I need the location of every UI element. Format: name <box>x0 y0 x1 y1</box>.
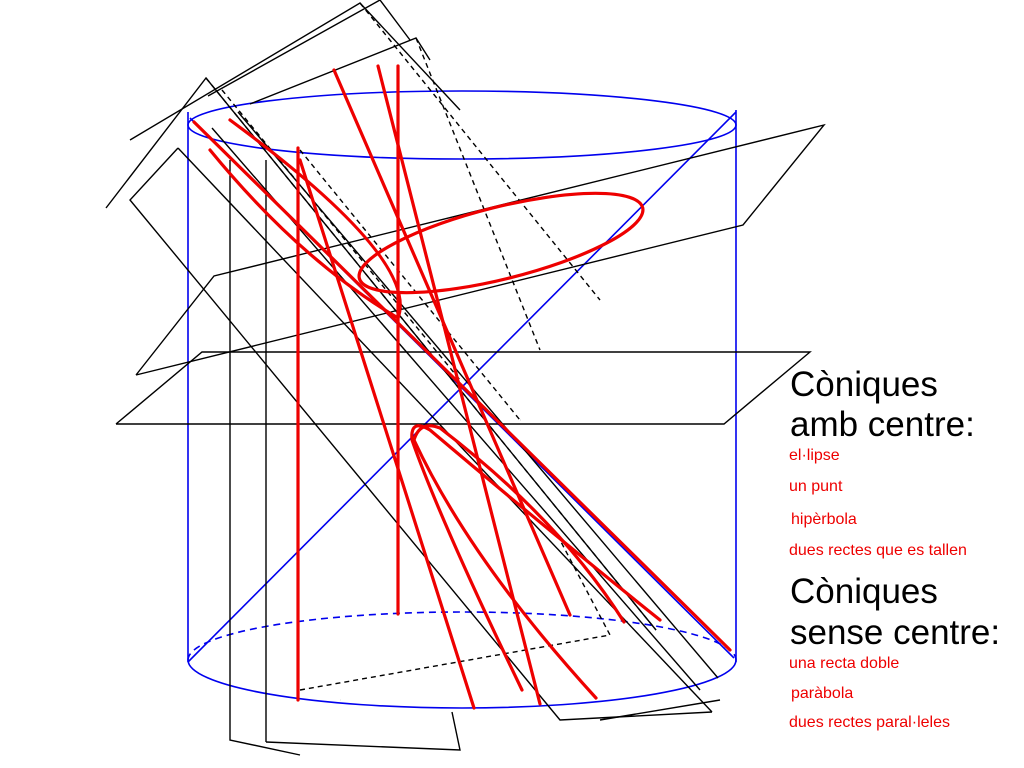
heading-without-centre-line1: Còniques <box>790 572 938 611</box>
conic-sections <box>192 64 732 710</box>
heading-with-centre-line2: amb centre: <box>790 405 975 444</box>
plane-horizontal <box>115 351 812 425</box>
section-crossing-line-1 <box>192 120 732 652</box>
plane-frame-d <box>599 699 721 721</box>
label-two-parallel-lines: dues rectes paral·leles <box>789 714 950 731</box>
section-hyperbola-lower <box>412 424 626 700</box>
plane-near-vertical <box>229 160 301 756</box>
section-ellipse <box>357 191 645 295</box>
label-ellipse: el·lipse <box>789 447 840 464</box>
plane-ellipse <box>135 123 826 376</box>
plane-tilted-1-hidden <box>205 77 657 631</box>
label-point: un punt <box>789 478 843 495</box>
section-crossing-line-2 <box>332 68 572 617</box>
label-hyperbola: hipèrbola <box>791 511 857 528</box>
plane-hidden-dashed-1 <box>221 89 461 381</box>
plane-hidden-dashed-2 <box>299 149 521 421</box>
label-parabola: paràbola <box>791 685 854 702</box>
heading-without-centre-line2: sense centre: <box>790 613 1001 652</box>
plane-long-edge-3 <box>237 111 719 679</box>
cutting-planes <box>105 0 826 756</box>
bottom-ellipse-front <box>187 659 737 709</box>
section-parabola <box>410 424 662 692</box>
plane-frame-c <box>265 711 461 751</box>
heading-with-centre-line1: Còniques <box>790 365 938 404</box>
plane-tilted-2 <box>129 2 461 141</box>
plane-tilted-4-hidden <box>415 37 541 351</box>
label-two-crossing-lines: dues rectes que es tallen <box>789 542 967 559</box>
plane-tilted-3 <box>207 0 411 97</box>
label-double-line: una recta doble <box>789 655 900 672</box>
bottom-ellipse-back <box>187 611 737 661</box>
plane-tilted-2-hidden <box>359 2 601 301</box>
section-hyperbola-upper <box>208 118 402 321</box>
plane-frame-a <box>129 147 713 721</box>
section-parallel-line-1 <box>298 158 476 710</box>
